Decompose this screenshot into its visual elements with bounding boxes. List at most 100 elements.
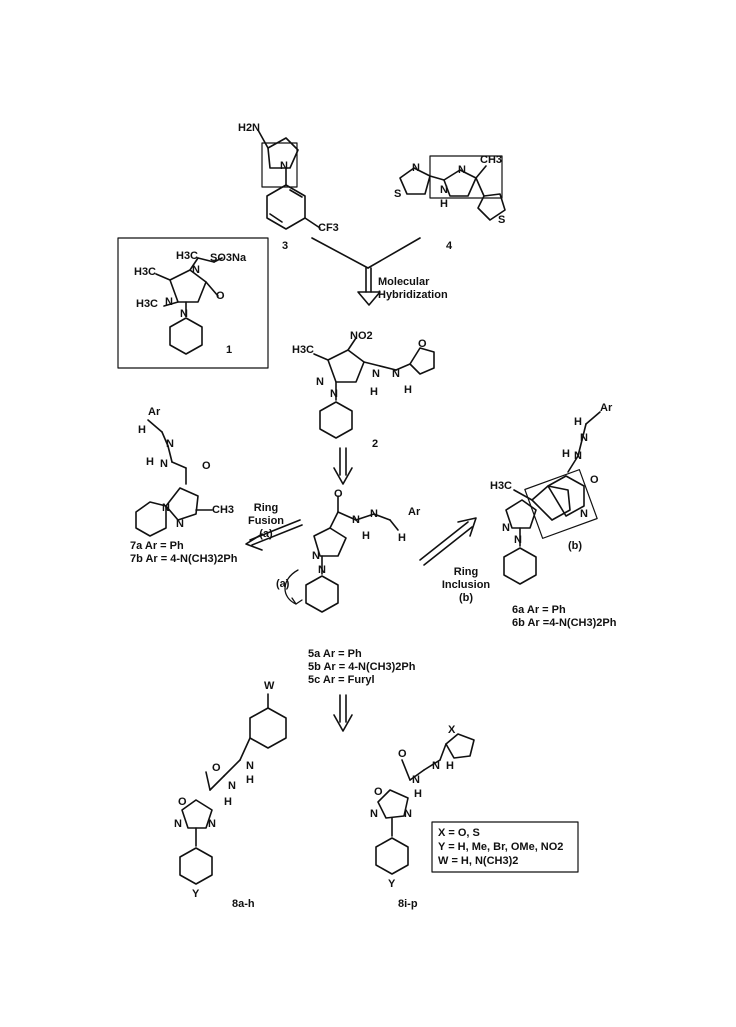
c4-n2: N xyxy=(458,164,466,176)
c3-n: N xyxy=(280,160,288,172)
c5-ar: Ar xyxy=(408,506,421,518)
compound-3-structure xyxy=(257,129,321,230)
compound-7-structure xyxy=(135,419,213,537)
c4-n-thiazole: N xyxy=(412,162,420,174)
legend: X = O, S Y = H, Me, Br, OMe, NO2 W = H, … xyxy=(438,826,563,868)
ring-inclusion-arrow xyxy=(419,517,477,566)
c5-o: O xyxy=(334,488,343,500)
c6-n2: N xyxy=(574,450,582,462)
c6-n1: N xyxy=(580,432,588,444)
c7-ar: Ar xyxy=(148,406,161,418)
c4-n-pyrazole: N xyxy=(440,184,448,196)
c2-n: N xyxy=(330,388,338,400)
ring-inclusion-label-2: Inclusion xyxy=(441,579,491,591)
ring-fusion-arrow xyxy=(245,519,303,551)
c8ah-h2: H xyxy=(246,774,254,786)
c2-h-ch: H xyxy=(404,384,412,396)
c6-n-pz2: N xyxy=(514,534,522,546)
c8ah-h1: H xyxy=(224,796,232,808)
ring-fusion-label-1: Ring xyxy=(253,502,279,514)
ring-fusion-label-3: (a) xyxy=(259,528,273,540)
compound-8ip-structure xyxy=(375,733,475,875)
c5b-label: 5b Ar = 4-N(CH3)2Ph xyxy=(308,661,416,673)
c3-cf3: CF3 xyxy=(318,222,339,234)
c8ip-o: O xyxy=(398,748,407,760)
c7-ch3: CH3 xyxy=(212,504,235,516)
c4-h: H xyxy=(440,198,448,210)
c8ah-number: 8a-h xyxy=(232,898,255,910)
legend-x: X = O, S xyxy=(438,827,480,839)
c6-ar: Ar xyxy=(600,402,613,414)
c2-h-nh: H xyxy=(370,386,378,398)
hybridization-label-2: Hybridization xyxy=(378,289,448,301)
c1-n-amine: N xyxy=(192,264,200,276)
hybridization-label-1: Molecular xyxy=(378,276,430,288)
c1-h3c-n1: H3C xyxy=(136,298,159,310)
compound-1-box xyxy=(117,237,269,369)
c2-number: 2 xyxy=(372,438,379,450)
c8ip-number: 8i-p xyxy=(398,898,418,910)
c4-s-thiazole: S xyxy=(394,188,402,200)
c7-n1: N xyxy=(166,438,174,450)
c6b-label: 6b Ar =4-N(CH3)2Ph xyxy=(512,617,617,629)
legend-box xyxy=(431,821,579,873)
c8ah-o-ring: O xyxy=(178,796,187,808)
ring-inclusion-label-1: Ring xyxy=(453,566,479,578)
c6a-label: 6a Ar = Ph xyxy=(512,604,566,616)
c5-n-pz2: N xyxy=(318,564,326,576)
c7b-label: 7b Ar = 4-N(CH3)2Ph xyxy=(130,553,238,565)
c8ip-x: X xyxy=(448,724,456,736)
c8ah-n1: N xyxy=(228,780,236,792)
arrow-5-to-8 xyxy=(333,694,353,732)
c8ip-h1: H xyxy=(414,788,422,800)
compound-8ah-structure xyxy=(179,693,287,885)
c1-h3c-n: H3C xyxy=(176,250,199,262)
compound-4-structure xyxy=(399,155,506,221)
c8ah-n3: N xyxy=(174,818,182,830)
c4-ch3: CH3 xyxy=(480,154,503,166)
c3-number: 3 xyxy=(282,240,289,252)
c6-h3c: H3C xyxy=(490,480,513,492)
c8ip-o-ring: O xyxy=(374,786,383,798)
c5a-label: 5a Ar = Ph xyxy=(308,648,362,660)
c8ah-n4: N xyxy=(208,818,216,830)
compound-6-structure xyxy=(503,411,601,585)
compound-2-structure xyxy=(313,337,435,439)
c7-h: H xyxy=(138,424,146,436)
c7a-label: 7a Ar = Ph xyxy=(130,540,184,552)
c8ah-y: Y xyxy=(192,888,200,900)
c2-o-furan: O xyxy=(418,338,427,350)
c7-n2: N xyxy=(160,458,168,470)
compound-5-structure xyxy=(284,495,399,613)
c8ip-y: Y xyxy=(388,878,396,890)
c4-s-thiophene: S xyxy=(498,214,506,226)
c6-b: (b) xyxy=(568,540,583,552)
c5c-label: 5c Ar = Furyl xyxy=(308,674,375,686)
c8ip-n4: N xyxy=(404,808,412,820)
c1-number: 1 xyxy=(226,344,233,356)
c6-n-pyridine: N xyxy=(580,508,588,520)
c2-no2: NO2 xyxy=(350,330,373,342)
c2-n-ring: N xyxy=(316,376,324,388)
c6-h-n: H xyxy=(562,448,570,460)
c8ip-h2: H xyxy=(446,760,454,772)
c8ah-w: W xyxy=(264,680,275,692)
c1-o: O xyxy=(216,290,225,302)
c5-n2: N xyxy=(370,508,378,520)
c1-h3c-ring: H3C xyxy=(134,266,157,278)
c8ah-n2: N xyxy=(246,760,254,772)
c4-number: 4 xyxy=(446,240,453,252)
c1-n2: N xyxy=(180,308,188,320)
c5-n-pz1: N xyxy=(312,550,320,562)
hybridization-arrow xyxy=(311,237,421,306)
c1-n1: N xyxy=(165,296,173,308)
c8ip-n1: N xyxy=(412,774,420,786)
c6-o: O xyxy=(590,474,599,486)
c8ah-o: O xyxy=(212,762,221,774)
c2-h3c: H3C xyxy=(292,344,315,356)
ring-fusion-label-2: Fusion xyxy=(247,515,285,527)
c5-h: H xyxy=(362,530,370,542)
compound-1-structure xyxy=(155,257,223,355)
c2-n-hyd1: N xyxy=(372,368,380,380)
